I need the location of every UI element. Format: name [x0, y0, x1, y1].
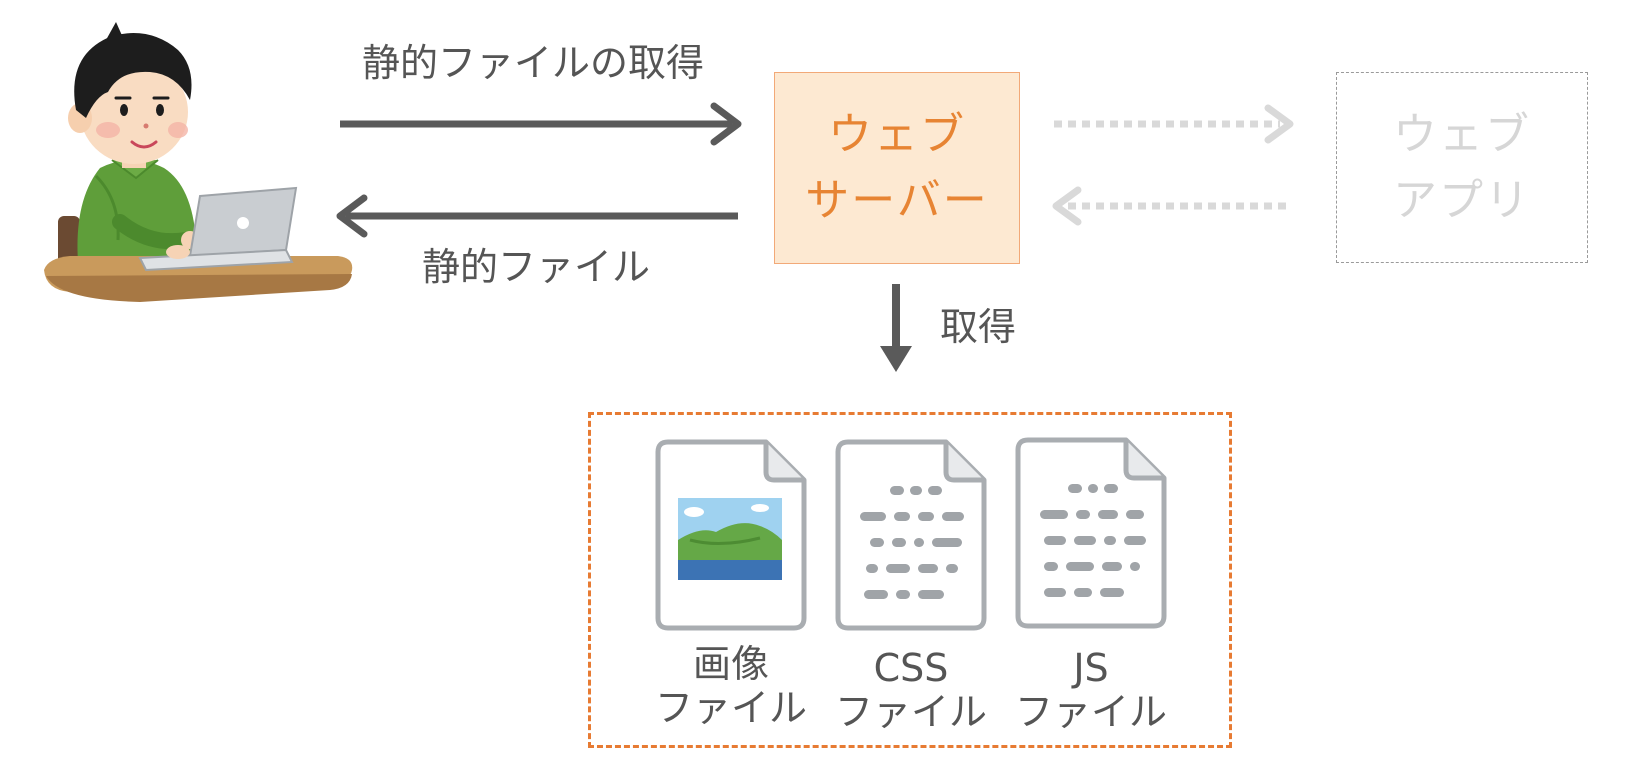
web-app-label-line1: ウェブ: [1393, 108, 1531, 160]
css-file-caption-line2: ファイル: [834, 690, 988, 734]
request-arrow: [340, 102, 742, 146]
web-app-box: ウェブ アプリ: [1336, 72, 1588, 263]
request-arrow-label: 静的ファイルの取得: [362, 41, 705, 85]
fetch-arrow: [880, 284, 912, 372]
server-to-app-arrow: [1054, 104, 1294, 144]
web-app-label-line2: アプリ: [1393, 174, 1531, 226]
fetch-arrow-label: 取得: [940, 305, 1017, 349]
web-server-box: ウェブ サーバー: [774, 72, 1020, 264]
image-file-caption-line1: 画像: [692, 642, 770, 686]
css-file-caption: CSS ファイル: [835, 646, 987, 734]
response-arrow-label: 静的ファイル: [422, 245, 651, 289]
web-server-label-line1: ウェブ: [828, 109, 966, 160]
response-arrow: [336, 194, 738, 238]
user-at-laptop-illustration: [44, 22, 353, 302]
app-to-server-arrow: [1052, 186, 1288, 226]
image-file-caption: 画像 ファイル: [655, 642, 807, 730]
js-file-caption-line1: JS: [1073, 646, 1109, 690]
js-file-icon: [1015, 437, 1167, 629]
css-file-caption-line1: CSS: [873, 646, 949, 690]
image-file-caption-line2: ファイル: [654, 686, 808, 730]
js-file-caption-line2: ファイル: [1014, 690, 1168, 734]
web-server-label-line2: サーバー: [805, 175, 989, 226]
css-file-icon: [835, 439, 987, 631]
image-file-icon: [655, 439, 807, 631]
static-files-group: [588, 412, 1232, 748]
js-file-caption: JS ファイル: [1015, 646, 1167, 734]
